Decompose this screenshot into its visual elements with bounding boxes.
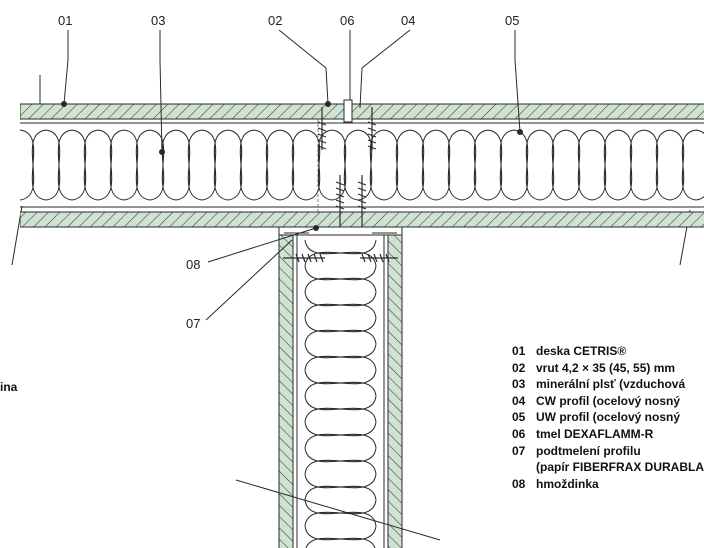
mineral-wool-vertical [304,239,377,548]
mineral-wool-horizontal [20,129,704,201]
right-cetris-board-vertical [387,231,403,548]
sealant-joint [343,99,353,123]
callout-01: 01 [58,13,73,28]
callout-05: 05 [505,13,520,28]
top-cetris-board [20,103,704,120]
callout-02: 02 [268,13,283,28]
uw-profile-head [278,226,403,236]
screws-vertical [283,253,398,263]
screws-horizontal [317,107,377,227]
callout-08: 08 [186,257,201,272]
legend-row: (papír FIBERFRAX DURABLANKET [536,460,704,475]
clipped-side-text: ina [0,380,18,394]
callout-06: 06 [340,13,355,28]
floor-break-line [235,479,441,541]
callout-04: 04 [401,13,416,28]
callout-07: 07 [186,316,201,331]
callout-03: 03 [151,13,166,28]
left-cetris-board-vertical [278,231,294,548]
leader-lines [61,29,523,321]
